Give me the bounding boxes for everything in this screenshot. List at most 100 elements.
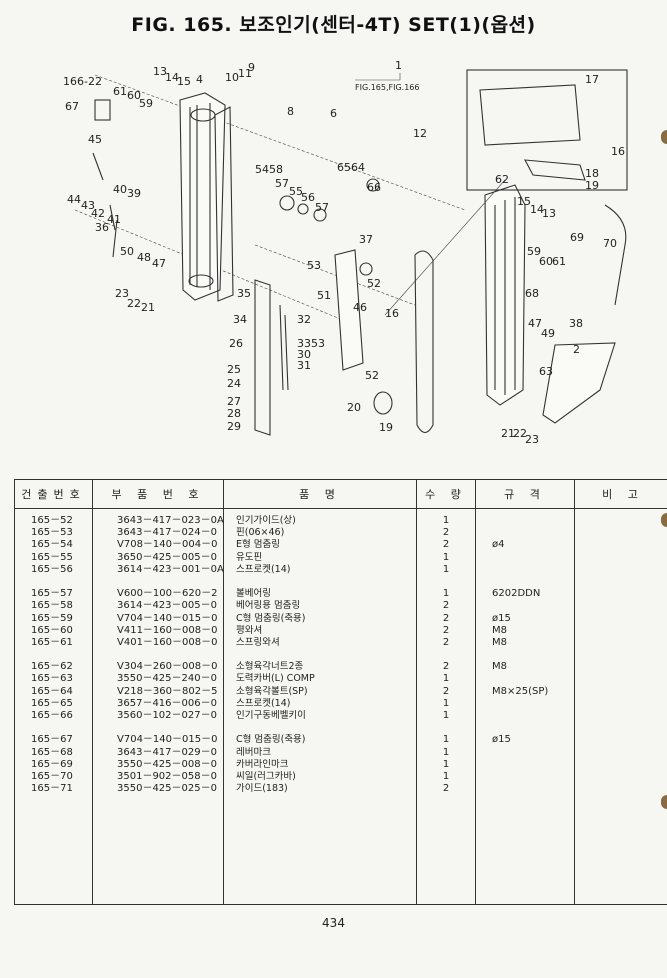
callout-47: 46 — [353, 301, 367, 314]
cell-part-name: 평와셔 — [236, 624, 263, 636]
spring-rod — [279, 304, 289, 391]
cell-spec — [476, 783, 574, 795]
cell-quantity: 1 — [442, 734, 450, 746]
callout-55: 54 — [255, 163, 269, 176]
note-column — [575, 509, 667, 905]
cell-quantity: 2 — [442, 612, 450, 624]
cell-item-no: 165－70 — [31, 770, 73, 782]
callout-22b: 21 — [501, 427, 515, 440]
cell-part-no: 3650－425－005－0 — [117, 551, 217, 563]
cell-part-name: 스프로켓(14) — [236, 697, 291, 709]
callout-36: 35 — [237, 287, 251, 300]
sprocket-55 — [279, 195, 295, 211]
row-spacer — [476, 649, 574, 661]
bearing-57 — [297, 203, 309, 215]
cell-part-name: 인기가이드(상) — [236, 515, 296, 526]
cell-part-no: 3657－416－006－0 — [117, 697, 217, 709]
callout-8: 8 — [287, 105, 294, 118]
cell-item-no: 165－57 — [31, 588, 73, 600]
cell-spec — [476, 771, 574, 783]
callout-39: 38 — [569, 317, 583, 330]
cell-item-no: 165－65 — [31, 697, 73, 709]
diagram-svg: 166-22 67 45 44 43 42 41 40 39 36 50 48 … — [63, 59, 628, 446]
left-guide-rails — [189, 103, 211, 290]
cell-quantity: 2 — [442, 539, 450, 551]
callout-43: 42 — [91, 207, 105, 220]
callout-35: 34 — [233, 313, 247, 326]
callout-31: 30 — [297, 348, 311, 361]
cell-spec: ø15 — [492, 734, 511, 746]
cell-item-no: 165－56 — [31, 563, 73, 575]
cell-spec: M8×25(SP) — [492, 685, 549, 697]
cell-spec: M8 — [492, 636, 507, 648]
cell-spec — [476, 600, 574, 612]
inset-clip — [524, 159, 586, 181]
cell-part-name: 핀(06×46) — [236, 527, 285, 539]
callout-67: 66 — [367, 181, 381, 194]
guide-wire-71 — [604, 204, 627, 306]
callout-56: 55 — [289, 185, 303, 198]
callout-9: 9 — [248, 61, 255, 74]
cell-quantity: 1 — [442, 697, 450, 709]
cell-quantity: 1 — [442, 770, 450, 782]
callout-14b: 14 — [530, 203, 544, 216]
cell-part-name: 씨일(러그카바) — [236, 770, 296, 782]
left-sprocket-bottom — [188, 274, 214, 288]
row-spacer — [15, 722, 92, 734]
callout-57: 56 — [301, 191, 315, 204]
row-spacer — [93, 722, 223, 734]
assembly-axis — [94, 74, 466, 211]
center-shaft — [254, 279, 271, 436]
cell-spec — [476, 552, 574, 564]
cell-spec — [476, 527, 574, 539]
lever-46 — [92, 152, 104, 181]
cell-spec: M8 — [492, 624, 507, 636]
callout-13: 13 — [153, 65, 167, 78]
callout-15b: 15 — [517, 195, 531, 208]
cell-quantity: 2 — [442, 527, 450, 539]
callout-24: 23 — [115, 287, 129, 300]
row-spacer — [476, 722, 574, 734]
cell-part-name: 스프링와셔 — [236, 636, 280, 648]
table-header-row: 건출번호 부 품 번 호 품 명 수 량 규 격 비 고 — [14, 479, 667, 509]
cell-part-no: 3643－417－024－0 — [117, 527, 217, 539]
callout-63: 62 — [495, 173, 509, 186]
mark-68 — [94, 99, 111, 121]
header-note: 비 고 — [574, 479, 667, 509]
callout-52: 51 — [317, 289, 331, 302]
cell-part-no: V704－140－015－0 — [117, 612, 218, 624]
cell-item-no: 165－66 — [31, 710, 73, 721]
cell-spec: M8 — [492, 661, 507, 673]
cell-part-no: V704－140－015－0 — [117, 734, 218, 746]
callout-69: 68 — [525, 287, 539, 300]
cell-spec: 6202DDN — [492, 588, 541, 600]
row-spacer — [224, 722, 416, 734]
cell-item-no: 165－58 — [31, 600, 73, 612]
cell-part-name: 가이드(183) — [236, 783, 288, 795]
callout-59: 58 — [269, 163, 283, 176]
row-spacer — [15, 576, 92, 588]
callout-62: 61 — [113, 85, 127, 98]
cell-item-no: 165－60 — [31, 624, 73, 636]
cell-part-name: 베어링용 멈춤링 — [236, 600, 301, 612]
cell-spec — [476, 673, 574, 685]
cell-part-name: C형 멈춤링(축용) — [236, 734, 306, 746]
drive-chain — [414, 250, 434, 434]
callout-51: 50 — [120, 245, 134, 258]
pins-41-43 — [109, 204, 118, 258]
cell-quantity: 2 — [442, 661, 450, 673]
cell-part-name: 소형육각너트2종 — [236, 661, 304, 673]
cell-part-no: 3614－423－005－0 — [117, 600, 217, 612]
callout-26: 25 — [227, 363, 241, 376]
callout-65: 64 — [351, 161, 365, 174]
ring-58 — [313, 208, 327, 222]
lower-lever-assembly — [542, 342, 616, 424]
callout-23b: 22 — [513, 427, 527, 440]
callout-17: 17 — [585, 73, 599, 86]
callout-38: 37 — [359, 233, 373, 246]
callout-23: 22 — [127, 297, 141, 310]
